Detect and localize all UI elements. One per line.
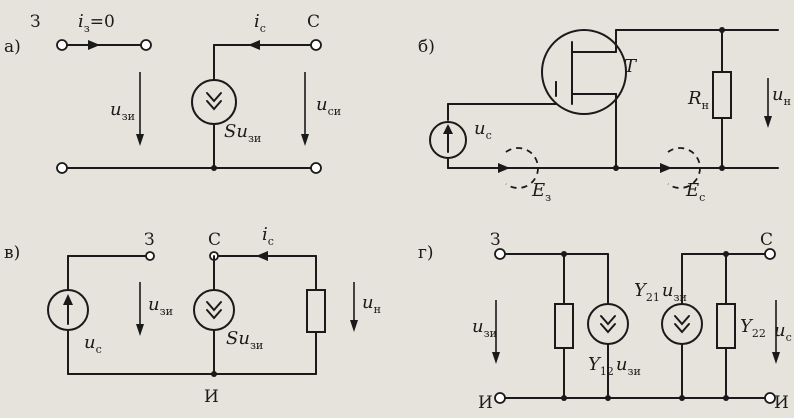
panel-v-uzi-label: uзи [148, 294, 173, 318]
panel-a-gate-terminal: З [30, 12, 41, 32]
panel-a-source-left-node [56, 162, 68, 174]
panel-g-y21-chevron-icon [674, 315, 690, 326]
panel-v-load-resistor [306, 289, 326, 333]
panel-a-gate-terminal-node [56, 39, 68, 51]
panel-a-drain-current-arrow [248, 40, 260, 50]
panel-v-drain-terminal: С [208, 230, 221, 250]
panel-g-gate-terminal: З [490, 230, 501, 250]
panel-b-transistor [541, 29, 627, 115]
panel-g-drain-node [764, 248, 776, 260]
panel-v-source-chevron-icon [206, 301, 222, 312]
panel-v-un-label: uн [362, 292, 381, 316]
panel-a-drain-terminal: С [307, 12, 320, 32]
panel-v-source-label: Suзи [226, 328, 263, 352]
panel-v-gate-node [145, 251, 155, 261]
panel-b-ec-source [667, 147, 701, 189]
panel-g-source-right: И [774, 393, 789, 413]
panel-b: б) T Rн uн uс [418, 27, 791, 204]
panel-b-ez-label: Eз [531, 180, 551, 204]
panel-a-source-chevron-icon [206, 92, 222, 103]
panel-v-uc-label: uс [84, 332, 102, 356]
panel-g-label: г) [418, 243, 434, 263]
panel-a-drain-current: iс [254, 11, 266, 35]
panel-g-uzi-label: uзи [472, 316, 497, 340]
panel-a-label: а) [4, 37, 21, 57]
panel-b-label: б) [418, 37, 435, 57]
panel-g-output-admittance [716, 303, 736, 349]
panel-a-drain-terminal-node [310, 39, 322, 51]
panel-a-source-label: Suзи [224, 121, 261, 145]
panel-b-un-label: uн [772, 84, 791, 108]
panel-g-source-left-node [494, 392, 506, 404]
panel-g-y22-label: Y22 [740, 316, 766, 340]
panel-g: г) З С И И uзи [418, 230, 792, 413]
panel-g-source-left: И [478, 393, 493, 413]
panel-a-gate-open-node [140, 39, 152, 51]
panel-a: а) З С iз=0 iс Suзи uзи [4, 11, 341, 174]
panel-a-ugs-label: uзи [110, 99, 135, 123]
panel-b-ec-label: Eс [685, 180, 705, 204]
panel-b-uc-label: uс [474, 118, 492, 142]
panel-g-drain-terminal: С [760, 230, 773, 250]
panel-a-gate-current-arrow [88, 40, 100, 50]
panel-v-gate-terminal: З [144, 230, 155, 250]
panel-g-source-right-node [764, 392, 776, 404]
panel-b-ez-source [505, 147, 539, 189]
panel-g-y12-chevron-icon [600, 315, 616, 326]
panel-a-uds-label: uси [316, 94, 341, 118]
panel-a-gate-current: iз=0 [78, 11, 115, 35]
panel-b-rn-label: Rн [687, 88, 709, 112]
panel-b-load-resistor [712, 71, 732, 119]
panel-v-ic-label: iс [262, 224, 274, 248]
panel-v: в) З С И iс uс uзи S [4, 224, 381, 407]
panel-g-input-admittance [554, 303, 574, 349]
panel-v-source-terminal: И [204, 387, 219, 407]
panel-g-uc-label: uс [774, 320, 792, 344]
panel-a-source-right-node [310, 162, 322, 174]
panel-g-gate-node [494, 248, 506, 260]
panel-v-ic-arrow [256, 251, 268, 261]
panel-b-transistor-label: T [624, 56, 638, 77]
panel-v-label: в) [4, 243, 20, 263]
